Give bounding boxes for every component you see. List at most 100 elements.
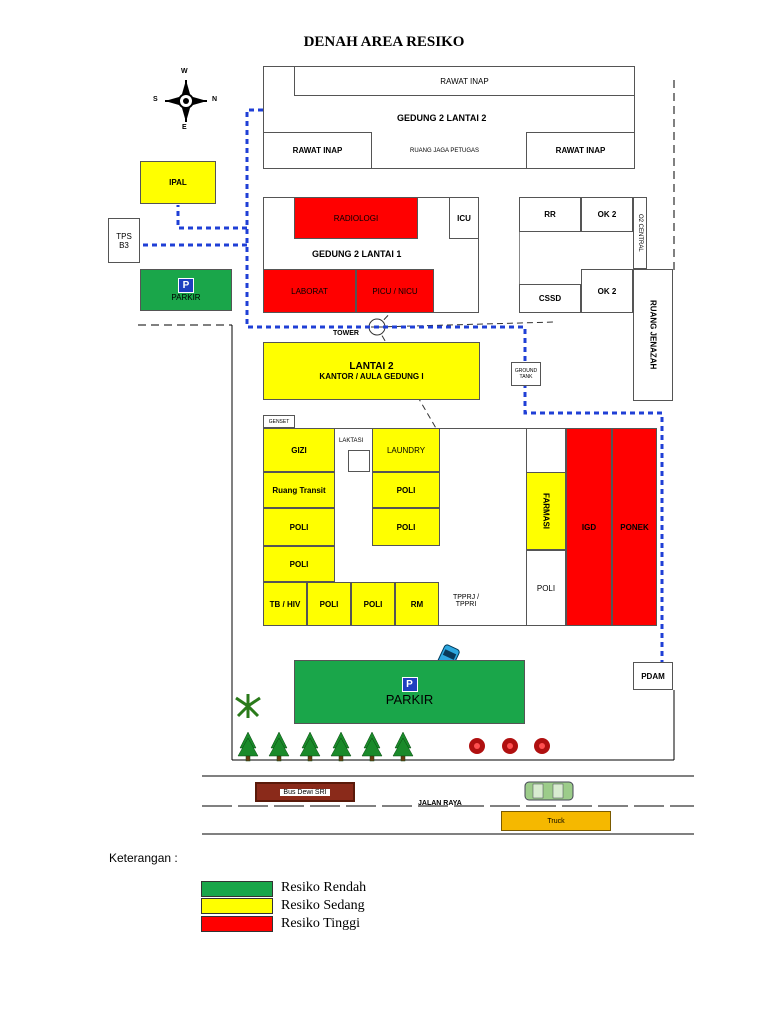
palm-icon: [235, 694, 261, 718]
car-icon: [524, 781, 574, 801]
pdam-block: PDAM: [633, 662, 673, 690]
compass-e-label: E: [182, 124, 187, 131]
igd-block: IGD: [566, 428, 612, 626]
ipal-label: IPAL: [169, 178, 187, 187]
legend-swatch-low: [201, 881, 273, 897]
tree-icon: [237, 731, 414, 762]
rr-block: RR: [519, 197, 581, 232]
ruang-transit-block: Ruang Transit: [263, 472, 335, 508]
igd-label: IGD: [581, 522, 597, 532]
legend-swatch-medium: [201, 898, 273, 914]
laundry-block: LAUNDRY: [372, 428, 440, 472]
ok2-bottom-block: OK 2: [581, 269, 633, 313]
poli-label: POLI: [289, 522, 309, 532]
kantor-aula-label: KANTOR / AULA GEDUNG I: [319, 372, 424, 381]
icu-block: ICU: [449, 197, 479, 239]
ruang-jenazah-block: RUANG JENAZAH: [633, 269, 673, 401]
poli-label: POLI: [396, 485, 416, 495]
parking-icon: P: [401, 677, 418, 692]
rm-block: RM: [395, 582, 439, 626]
rr-label: RR: [544, 210, 556, 219]
laktasi-room: [348, 450, 370, 472]
compass-s-label: S: [153, 96, 158, 103]
farmasi-label: FARMASI: [541, 493, 551, 529]
compass-w-label: W: [181, 68, 188, 75]
poli-block-2: POLI: [263, 508, 335, 546]
poli-block-6: POLI: [351, 582, 395, 626]
cssd-label: CSSD: [538, 294, 562, 303]
compass-n-label: N: [212, 96, 218, 103]
rawat-inap-right: RAWAT INAP: [526, 132, 635, 169]
picu-nicu-label: PICU / NICU: [372, 286, 418, 296]
rawat-inap-top: RAWAT INAP: [294, 66, 635, 96]
laundry-label: LAUNDRY: [386, 445, 426, 455]
road-label: JALAN RAYA: [418, 800, 462, 807]
bus-label: Bus Dewi SRI: [280, 788, 330, 796]
ok2-bottom-label: OK 2: [597, 286, 617, 296]
compass-icon: [165, 80, 207, 122]
rawat-inap-left-label: RAWAT INAP: [292, 146, 343, 155]
rawat-inap-right-label: RAWAT INAP: [555, 146, 606, 155]
parkir-small-block: P PARKIR: [140, 269, 232, 311]
ponek-label: PONEK: [620, 522, 649, 532]
gedung2-lantai1-label: GEDUNG 2 LANTAI 1: [312, 249, 402, 259]
legend-swatch-high: [201, 916, 273, 932]
poli-block-4: POLI: [263, 546, 335, 582]
pdam-label: PDAM: [641, 671, 665, 681]
poli-block-5: POLI: [307, 582, 351, 626]
tps-b3-block: TPS B3: [108, 218, 140, 263]
parkir-big-block: P PARKIR: [294, 660, 525, 724]
poli-label: POLI: [536, 583, 556, 593]
radiologi-block: RADIOLOGI: [294, 197, 418, 239]
legend-label-medium: Resiko Sedang: [281, 898, 365, 913]
poli-label: POLI: [396, 522, 416, 532]
cssd-block: CSSD: [519, 284, 581, 313]
farmasi-block: FARMASI: [526, 472, 566, 550]
gizi-label: GIZI: [291, 445, 307, 455]
tpprj-label: TPPRJ / TPPRI: [452, 594, 480, 608]
poli-block-1: POLI: [372, 472, 440, 508]
page-title: DENAH AREA RESIKO: [303, 34, 465, 50]
ruang-jaga-label: RUANG JAGA PETUGAS: [410, 148, 480, 154]
bus-icon: Bus Dewi SRI: [255, 782, 355, 802]
ok2-top-label: OK 2: [597, 210, 617, 219]
poli-label: POLI: [319, 599, 339, 609]
poli-label: POLI: [289, 559, 309, 569]
poli-block-3: POLI: [372, 508, 440, 546]
lantai2-kantor-block: LANTAI 2 KANTOR / AULA GEDUNG I: [263, 342, 480, 400]
icu-label: ICU: [457, 213, 471, 223]
ruang-jenazah-label: RUANG JENAZAH: [648, 300, 658, 370]
ground-tank-label: GROUND TANK: [514, 368, 538, 380]
lantai2-label: LANTAI 2: [349, 361, 394, 372]
laktasi-label: LAKTASI: [339, 438, 364, 444]
o2-central-block: O2 CENTRAL: [633, 197, 647, 269]
ground-tank-block: GROUND TANK: [511, 362, 541, 386]
tb-hiv-label: TB / HIV: [269, 599, 301, 609]
gedung2-lantai2-label: GEDUNG 2 LANTAI 2: [397, 113, 487, 123]
o2-central-label: O2 CENTRAL: [637, 214, 643, 252]
ruang-transit-label: Ruang Transit: [272, 485, 326, 495]
tps-b3-label: TPS B3: [116, 231, 132, 250]
legend-heading: Keterangan :: [109, 851, 178, 865]
ok2-top-block: OK 2: [581, 197, 633, 232]
tower-label: TOWER: [333, 330, 359, 337]
radiologi-label: RADIOLOGI: [333, 213, 379, 223]
genset-label: GENSET: [268, 418, 290, 425]
rawat-inap-left: RAWAT INAP: [263, 132, 372, 169]
ponek-block: PONEK: [612, 428, 657, 626]
parkir-small-label: PARKIR: [171, 293, 201, 302]
tb-hiv-block: TB / HIV: [263, 582, 307, 626]
laborat-label: LABORAT: [291, 286, 328, 296]
gizi-block: GIZI: [263, 428, 335, 472]
parkir-big-label: PARKIR: [385, 692, 434, 707]
parking-icon: P: [178, 278, 194, 293]
rawat-inap-top-label: RAWAT INAP: [440, 76, 489, 86]
laborat-block: LABORAT: [263, 269, 356, 313]
poli-block-7: POLI: [526, 550, 566, 626]
poli-label: POLI: [363, 599, 383, 609]
rm-label: RM: [410, 599, 424, 609]
ipal-block: IPAL: [140, 161, 216, 204]
genset-block: GENSET: [263, 415, 295, 428]
truck-icon: Truck: [501, 811, 611, 831]
truck-label: Truck: [547, 817, 565, 825]
